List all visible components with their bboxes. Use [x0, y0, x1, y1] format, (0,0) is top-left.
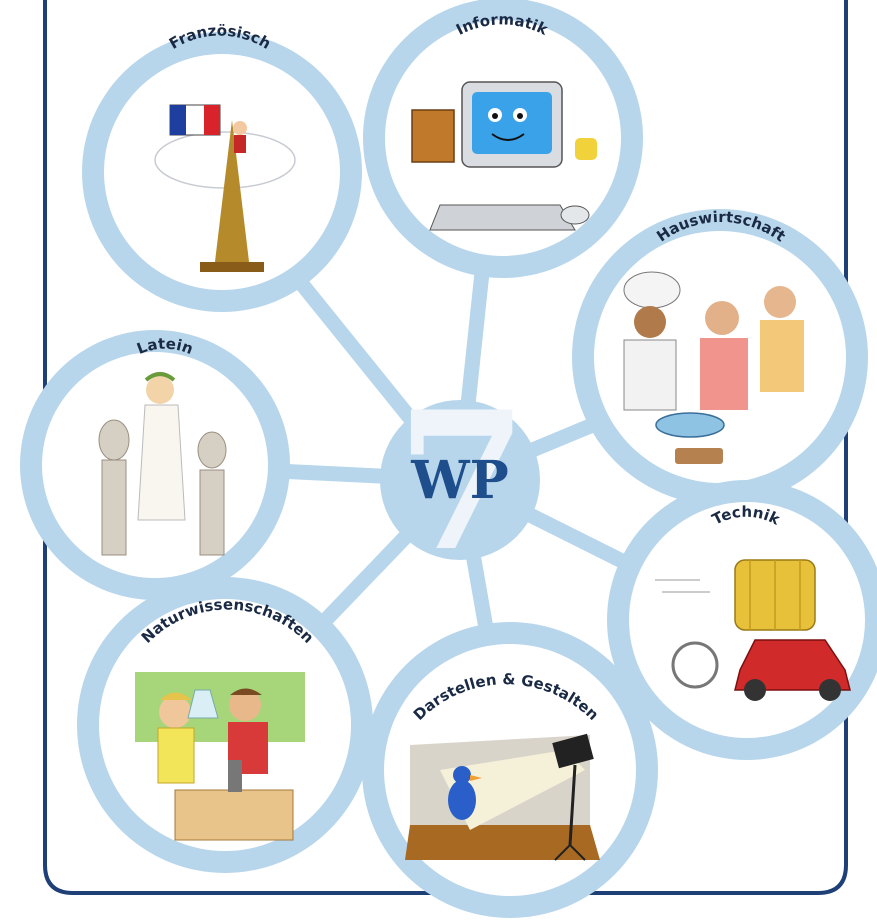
- center-label: WP: [410, 450, 509, 511]
- subject-technik[interactable]: Technik: [607, 480, 877, 760]
- svg-text:Latein: Latein: [134, 335, 195, 358]
- subject-informatik[interactable]: Informatik: [363, 0, 643, 278]
- car-icon: [655, 559, 851, 701]
- center-number: 7: [396, 370, 528, 593]
- spotlight-stage-icon: [405, 733, 600, 861]
- subject-latein[interactable]: Latein: [20, 330, 290, 600]
- subject-hauswirtschaft[interactable]: Hauswirtschaft: [572, 208, 868, 505]
- computer-icon: [411, 81, 597, 231]
- subject-franzoesisch[interactable]: Französisch: [82, 21, 362, 312]
- subject-darstellen-gestalten[interactable]: Darstellen & Gestalten: [362, 622, 658, 918]
- label-latein: Latein: [134, 335, 195, 358]
- roman-statue-icon: [98, 372, 227, 556]
- subject-naturwissenschaften[interactable]: Naturwissenschaften: [77, 577, 373, 873]
- center-hub: 7 WP: [380, 370, 540, 593]
- cooking-icon: [623, 271, 804, 464]
- eiffel-tower-icon: [154, 104, 296, 272]
- microscope-icon: [135, 672, 305, 841]
